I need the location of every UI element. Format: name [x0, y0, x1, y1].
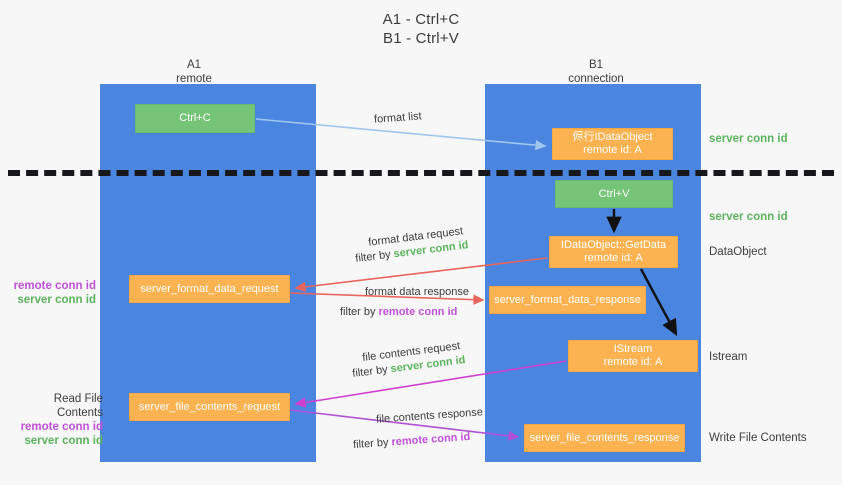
- annotation-read-file-contents-heading: Read File Contents: [53, 393, 103, 419]
- annotation-left-conn-ids-upper: remote conn id server conn id: [6, 279, 96, 307]
- node-sfdresp-label: server_format_data_response: [494, 293, 641, 306]
- annotation-left-read-file-contents: Read File Contents remote conn id server…: [6, 392, 103, 448]
- node-istream-subtitle: remote id: A: [603, 356, 663, 368]
- column-a1-sub: remote: [176, 73, 212, 85]
- node-ctrl-v-label: Ctrl+V: [598, 187, 630, 200]
- annotation-server-conn-id-upper: server conn id: [17, 294, 96, 306]
- title-line-1: A1 - Ctrl+C: [382, 11, 460, 28]
- node-sfcresp-label: server_file_contents_response: [529, 431, 680, 444]
- annotation-istream: Istream: [709, 351, 748, 363]
- node-getdata-title: IDataObject::GetData: [560, 239, 667, 251]
- node-sfdreq-label: server_format_data_request: [140, 282, 279, 295]
- filter-key-2: remote conn id: [378, 306, 458, 318]
- node-ctrl-c[interactable]: Ctrl+C: [135, 104, 255, 133]
- filter-prefix-2: filter by: [340, 306, 379, 318]
- edge-label-format-data-response: format data response: [365, 286, 469, 298]
- node-istream[interactable]: IStream remote id: A: [568, 340, 698, 372]
- node-idataobject-subtitle: remote id: A: [583, 144, 642, 156]
- annotation-server-conn-id-lower: server conn id: [24, 435, 103, 447]
- edge-label-file-contents-response-filter: filter by remote conn id: [353, 430, 471, 452]
- annotation-remote-conn-id-lower: remote conn id: [20, 421, 103, 433]
- node-idataobject[interactable]: 侭行IDataObject remote id: A: [552, 128, 673, 160]
- node-server-file-contents-request[interactable]: server_file_contents_request: [129, 393, 290, 421]
- annotation-server-conn-id-mid: server conn id: [709, 211, 788, 223]
- annotation-remote-conn-id-upper: remote conn id: [13, 280, 96, 292]
- node-getdata-subtitle: remote id: A: [584, 252, 643, 264]
- edge-label-file-contents-response: file contents response: [375, 406, 484, 426]
- filter-prefix-3: filter by: [351, 363, 392, 380]
- node-server-format-data-request[interactable]: server_format_data_request: [129, 275, 290, 303]
- node-server-file-contents-response[interactable]: server_file_contents_response: [524, 424, 685, 452]
- edge-label-format-data-response-filter: filter by remote conn id: [340, 305, 457, 319]
- annotation-dataobject: DataObject: [709, 246, 767, 258]
- annotation-server-conn-id-top: server conn id: [709, 133, 788, 145]
- filter-key-4: remote conn id: [391, 430, 471, 449]
- column-b1-name: B1: [588, 59, 604, 71]
- node-sfcreq-label: server_file_contents_request: [138, 400, 281, 413]
- column-a1-name: A1: [186, 59, 202, 71]
- column-b1-sub: connection: [568, 73, 624, 85]
- filter-prefix-1: filter by: [354, 248, 395, 265]
- node-idataobject-title: 侭行IDataObject: [572, 131, 653, 143]
- node-idataobject-getdata[interactable]: IDataObject::GetData remote id: A: [549, 236, 678, 268]
- annotation-write-file-contents: Write File Contents: [709, 432, 807, 444]
- node-ctrl-v[interactable]: Ctrl+V: [555, 180, 673, 208]
- boundary-divider: [8, 170, 834, 176]
- column-header-a1: A1 remote: [114, 58, 274, 86]
- node-server-format-data-response[interactable]: server_format_data_response: [489, 286, 646, 314]
- edge-label-format-list: format list: [373, 110, 423, 126]
- title-line-2: B1 - Ctrl+V: [383, 30, 459, 47]
- filter-prefix-4: filter by: [352, 436, 392, 452]
- node-istream-title: IStream: [613, 343, 653, 355]
- diagram-title: A1 - Ctrl+C B1 - Ctrl+V: [0, 10, 842, 48]
- node-ctrl-c-label: Ctrl+C: [179, 112, 211, 124]
- column-header-b1: B1 connection: [516, 58, 676, 86]
